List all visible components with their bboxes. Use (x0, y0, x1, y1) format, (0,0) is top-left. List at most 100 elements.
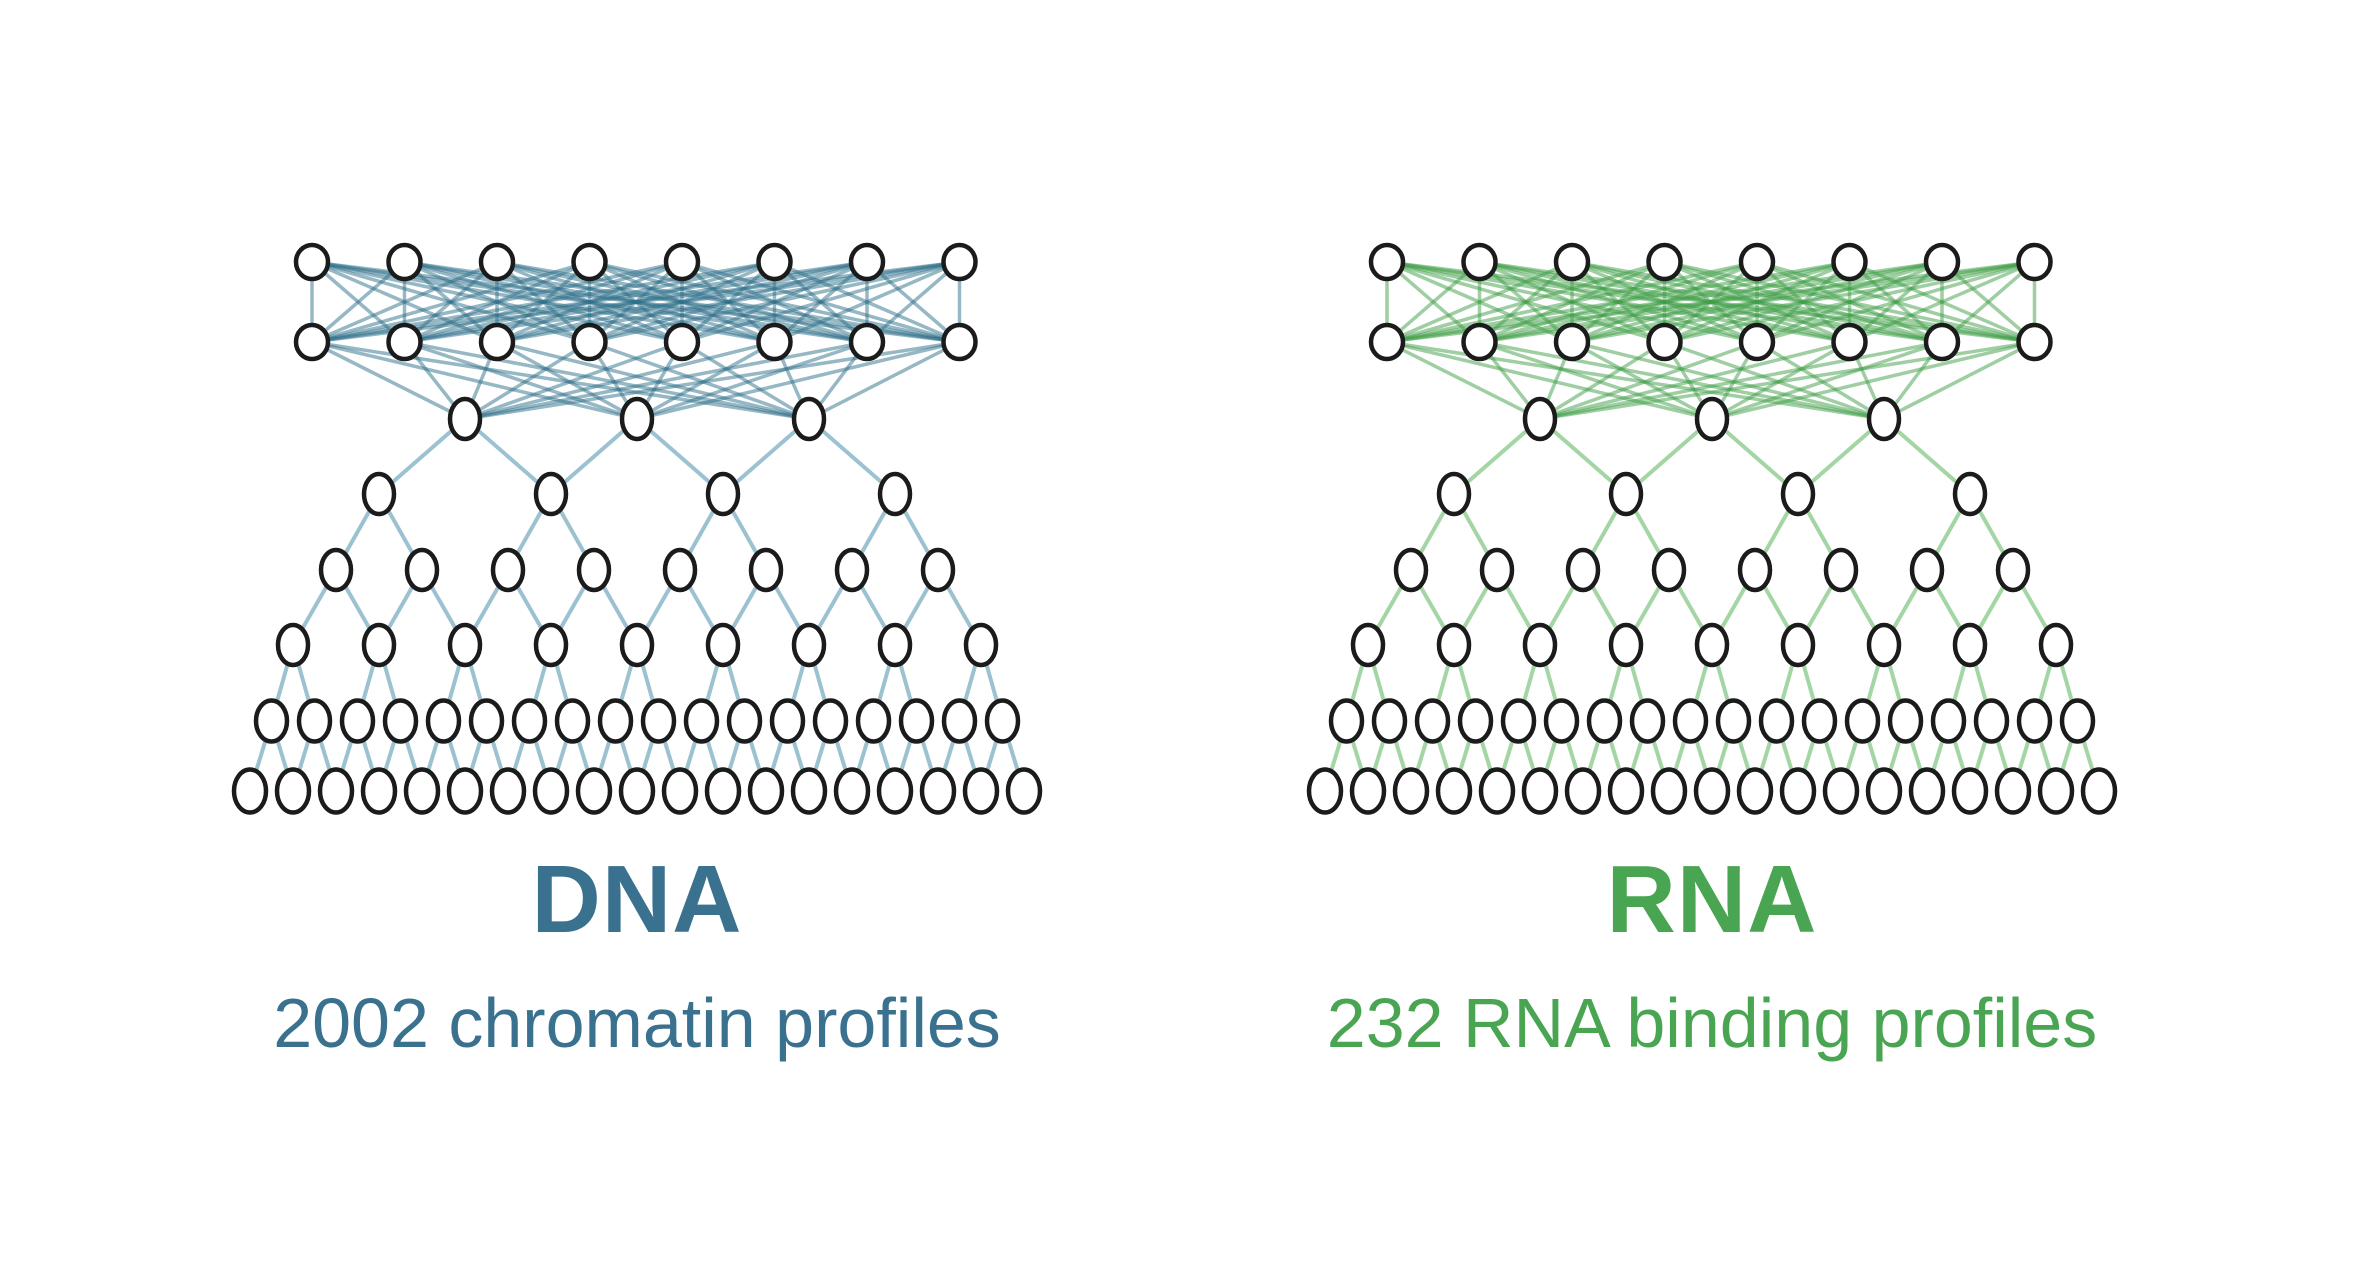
dna-edge (403, 340, 638, 421)
network-node (1565, 547, 1601, 593)
network-node (1973, 698, 2010, 744)
network-node (1553, 242, 1591, 282)
rna-edge (1386, 260, 2035, 344)
rna-edge (1479, 340, 1885, 421)
network-node (919, 767, 957, 815)
network-node (1461, 242, 1498, 282)
rna-edge (1883, 340, 2036, 421)
network-node (2037, 767, 2075, 815)
network-node (619, 622, 655, 668)
network-node (1780, 471, 1816, 517)
rna-edge (1386, 260, 1850, 344)
network-node (1694, 396, 1730, 442)
rna-edge (1711, 340, 1943, 421)
network-node (1738, 242, 1776, 282)
network-node (489, 767, 527, 815)
network-node (1779, 767, 1817, 815)
rna-nodes (1306, 242, 2118, 815)
network-node (478, 242, 516, 282)
network-node (920, 547, 956, 593)
network-node (1908, 767, 1946, 815)
network-node (1436, 622, 1472, 668)
network-node (2016, 242, 2053, 282)
network-node (447, 396, 483, 442)
network-node (984, 698, 1021, 744)
network-node (532, 767, 570, 815)
network-node (1831, 322, 1868, 362)
dna-edge (311, 340, 638, 421)
rna-edge (1452, 417, 1542, 496)
network-node (1844, 698, 1881, 744)
network-node (1607, 767, 1645, 815)
network-node (1306, 767, 1344, 815)
network-node (1693, 767, 1731, 815)
network-node (1952, 471, 1988, 517)
rna-edge (1571, 340, 1885, 421)
network-node (1608, 622, 1644, 668)
network-node (1564, 767, 1602, 815)
dna-edge (635, 417, 725, 496)
dna-edge (589, 260, 960, 344)
rna-subtitle: 232 RNA binding profiles (1326, 984, 2098, 1062)
dna-subtitle: 2002 chromatin profiles (273, 984, 1001, 1062)
network-node (1646, 242, 1683, 282)
rna-edge (1571, 260, 2035, 344)
rna-edge (1386, 340, 1541, 421)
network-node (791, 622, 827, 668)
network-node (812, 698, 849, 744)
dna-edge (588, 340, 810, 421)
network-node (447, 622, 483, 668)
network-node (446, 767, 484, 815)
network-node (571, 322, 608, 362)
network-node (1457, 698, 1494, 744)
dna-edge (496, 340, 638, 421)
network-node (1995, 547, 2031, 593)
network-node (403, 767, 441, 815)
dna-edge (496, 340, 810, 421)
network-node (576, 547, 612, 593)
network-node (1758, 698, 1795, 744)
rna-edge (1478, 340, 1713, 421)
network-node (1521, 767, 1559, 815)
network-node (898, 698, 935, 744)
rna-title: RNA (1606, 846, 1818, 953)
network-node (1780, 622, 1816, 668)
rna-edge (1538, 417, 1628, 496)
dna-edge (773, 260, 961, 344)
rna-network (1306, 242, 2118, 815)
dna-edge (496, 260, 960, 344)
network-node (1736, 767, 1774, 815)
network-node (683, 698, 720, 744)
rna-edge (1711, 340, 2035, 421)
network-node (1350, 622, 1386, 668)
dna-edge (311, 260, 960, 344)
network-node (662, 547, 698, 593)
network-node (2016, 698, 2053, 744)
dna-edge (311, 260, 683, 344)
network-node (1461, 322, 1498, 362)
network-node (253, 698, 290, 744)
network-node (231, 767, 269, 815)
network-node (756, 242, 793, 282)
rna-edge (1539, 340, 1758, 421)
network-node (790, 767, 828, 815)
rna-edge (1710, 417, 1800, 496)
dna-edge (377, 417, 467, 496)
rna-edge (1663, 340, 1885, 421)
network-node (597, 698, 634, 744)
dna-edge (310, 260, 406, 344)
network-node (1479, 547, 1515, 593)
dna-title: DNA (531, 846, 743, 953)
network-node (877, 622, 913, 668)
network-node (941, 242, 978, 282)
dna-edge (681, 340, 810, 421)
network-node (748, 547, 784, 593)
network-node (1436, 471, 1472, 517)
dna-edge (865, 260, 961, 344)
network-node (833, 767, 871, 815)
network-node (705, 471, 741, 517)
dna-edge (464, 340, 683, 421)
network-node (1866, 396, 1902, 442)
network-node (963, 622, 999, 668)
